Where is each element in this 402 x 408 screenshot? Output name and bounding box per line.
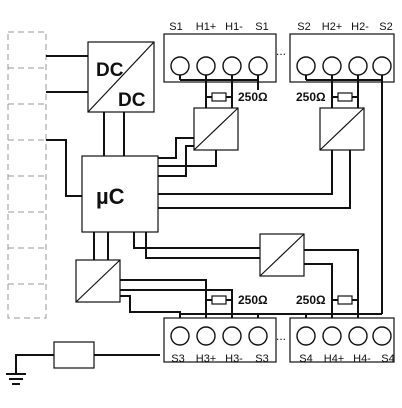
terminal-screw: [348, 56, 368, 76]
terminal-screw: [372, 326, 392, 346]
terminal-label: H3+: [196, 353, 217, 365]
terminal-label: H1+: [196, 21, 217, 33]
channel-2-circuit: 250Ω: [158, 75, 365, 209]
terminal-label: H3-: [225, 353, 243, 365]
dashed-module-strip: [7, 31, 47, 319]
terminal-block-top-left: S1 H1+ H1- S1: [163, 21, 277, 83]
resistor-value-label: 250Ω: [238, 90, 268, 104]
terminal-label: S2: [297, 21, 310, 33]
uc-label: µC: [96, 184, 125, 209]
terminal-screw: [372, 56, 392, 76]
resistor-value-label: 250Ω: [296, 293, 326, 307]
resistor: [211, 295, 227, 305]
resistor: [211, 92, 227, 102]
terminal-screw: [170, 56, 190, 76]
terminal-screw: [222, 326, 242, 346]
terminal-screw: [296, 56, 316, 76]
terminal-screw: [248, 56, 268, 76]
terminal-label: S1: [169, 21, 182, 33]
terminal-label: S3: [255, 353, 268, 365]
ground-icon: [6, 373, 26, 385]
terminal-label: H2+: [322, 21, 343, 33]
terminal-screw: [196, 56, 216, 76]
dc-dc-converter: DC DC: [87, 41, 155, 113]
microcontroller: µC: [81, 155, 159, 233]
terminal-screw: [296, 326, 316, 346]
ellipsis-bottom: ...: [276, 329, 286, 343]
channel-3-circuit: [133, 232, 359, 300]
channel-4-circuit: [75, 232, 233, 318]
terminal-block-bottom-right: S4 H4+ H4- S4: [289, 317, 395, 365]
ground-filter: [15, 341, 160, 374]
dc-bottom-label: DC: [118, 90, 146, 111]
terminal-label: H1-: [225, 21, 243, 33]
terminal-label: H4+: [324, 353, 345, 365]
terminal-screw: [170, 326, 190, 346]
terminal-screw: [248, 326, 268, 346]
dc-top-label: DC: [96, 60, 124, 81]
power-input-wires: [46, 55, 88, 197]
terminal-screw: [322, 326, 342, 346]
terminal-screw: [322, 56, 342, 76]
terminal-screw: [196, 326, 216, 346]
terminal-block-top-right: S2 H2+ H2- S2: [289, 21, 395, 83]
terminal-label: H2-: [351, 21, 369, 33]
terminal-label: H4-: [353, 353, 371, 365]
terminal-label: S4: [381, 353, 394, 365]
ellipsis-top: ...: [276, 44, 286, 58]
channel-1-circuit: 250Ω: [158, 75, 268, 177]
terminal-label: S4: [299, 353, 312, 365]
resistor: [337, 295, 353, 305]
terminal-label: S3: [171, 353, 184, 365]
terminal-screw: [222, 56, 242, 76]
terminal-label: S2: [379, 21, 392, 33]
terminal-screw: [348, 326, 368, 346]
resistor-value-label: 250Ω: [238, 293, 268, 307]
terminal-block-bottom-left: S3 H3+ H3- S3: [163, 317, 277, 365]
terminal-label: S1: [255, 21, 268, 33]
resistor-value-label: 250Ω: [296, 90, 326, 104]
filter-box: [53, 341, 95, 369]
resistor: [337, 92, 353, 102]
